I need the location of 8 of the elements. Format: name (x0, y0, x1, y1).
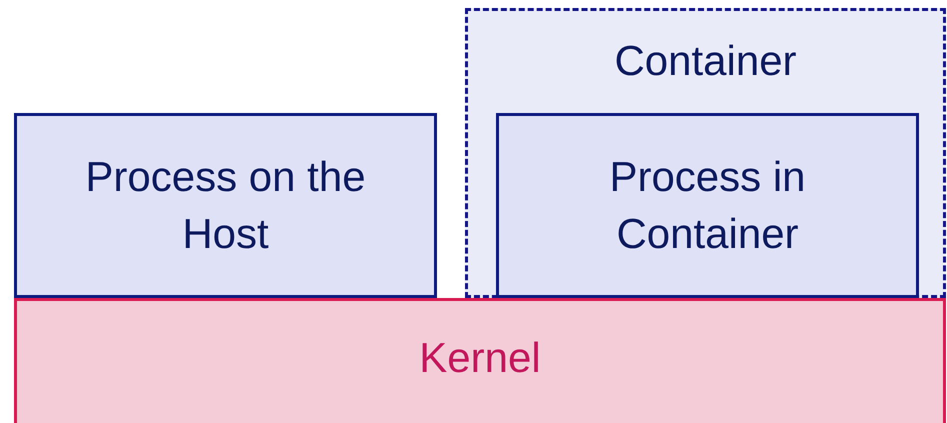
container-box (465, 8, 946, 298)
box-label: Process in Container (608, 152, 807, 258)
box-label: Container (614, 36, 797, 86)
box-label: Process on the Host (84, 152, 367, 258)
process-box (14, 113, 437, 298)
box-label: Kernel (419, 332, 541, 383)
process-box (496, 113, 919, 298)
kernel-layer (14, 298, 946, 423)
